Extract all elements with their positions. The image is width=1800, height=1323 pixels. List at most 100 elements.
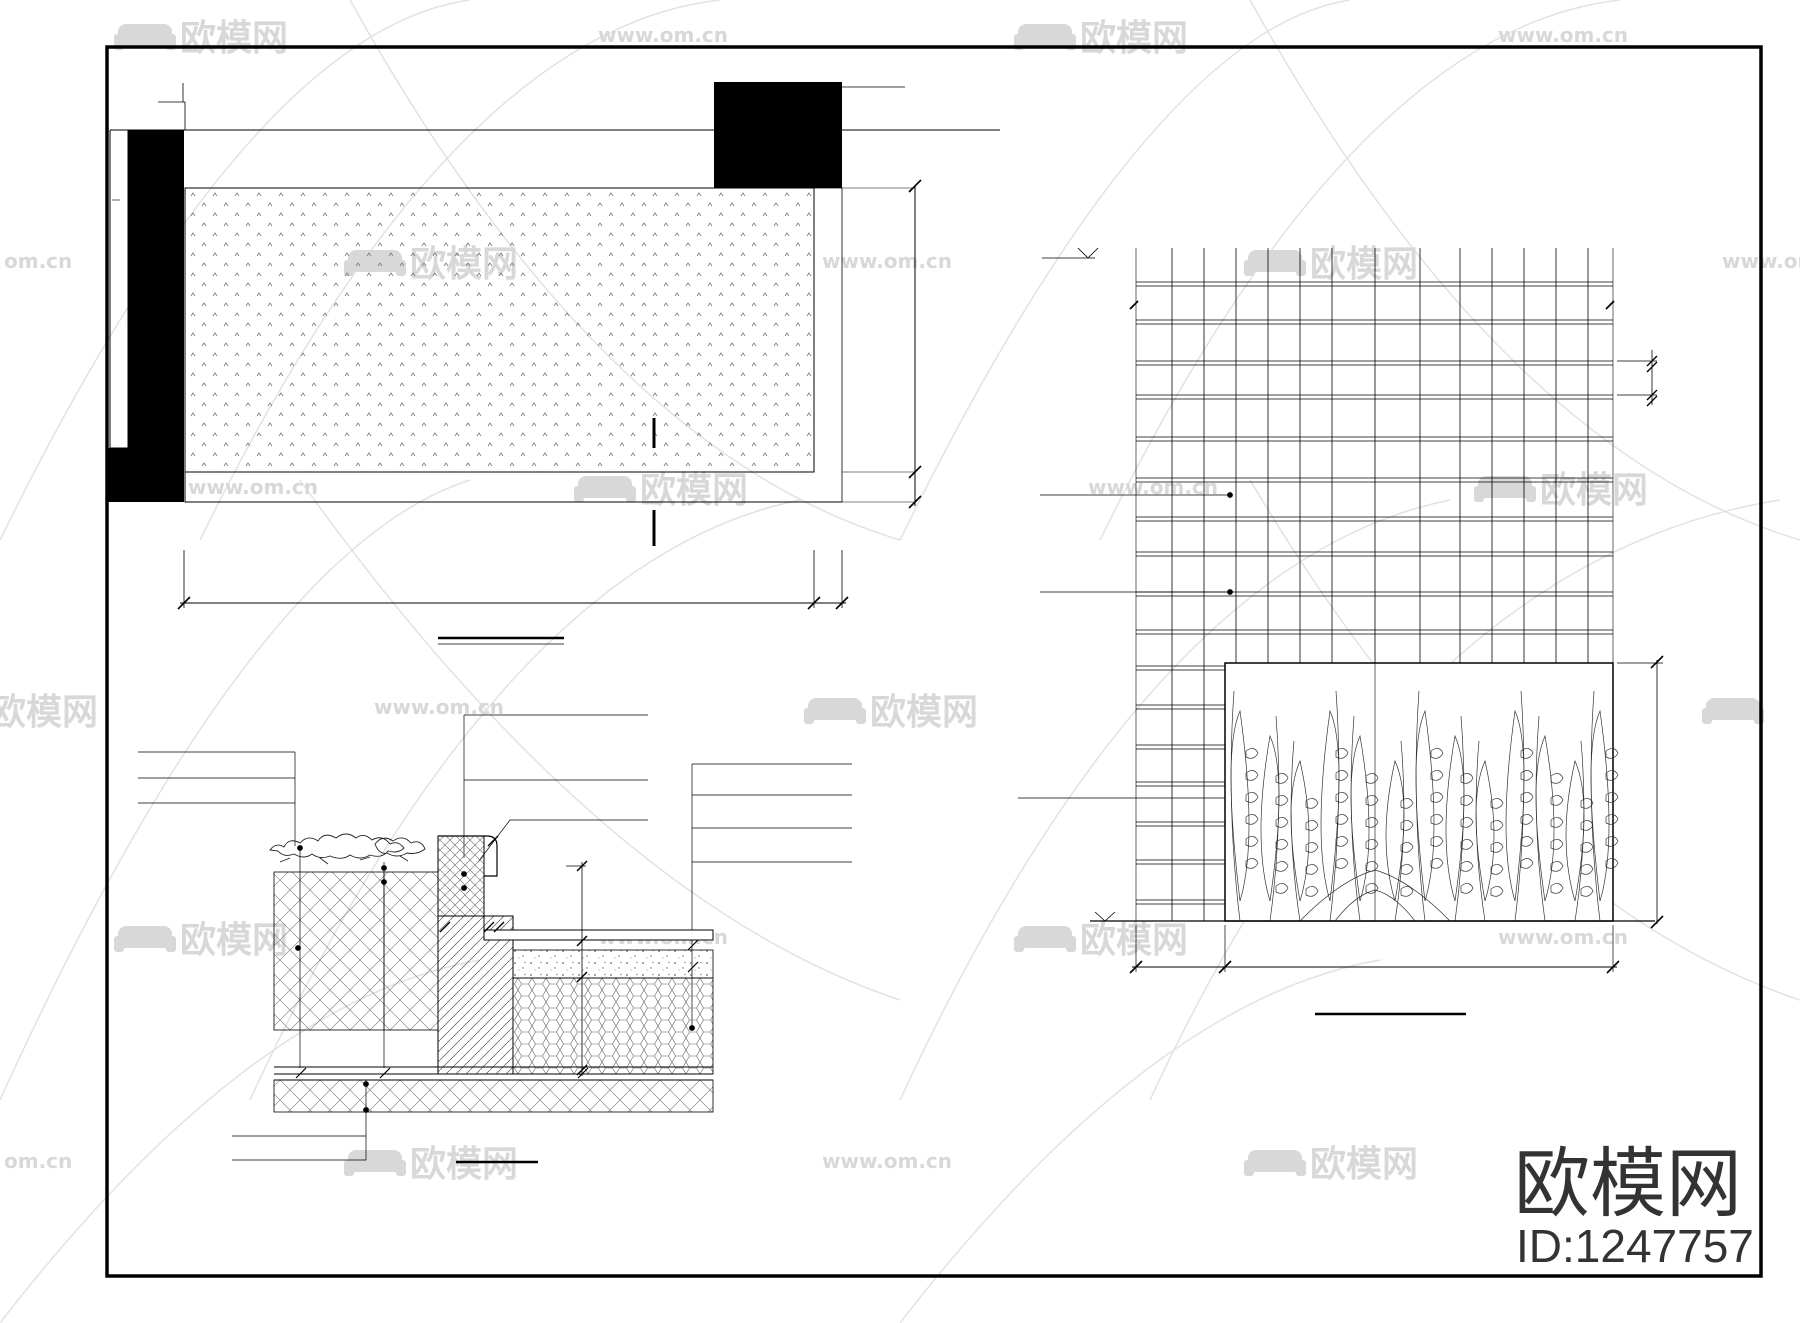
flower-bract — [1605, 748, 1619, 759]
flower-bract — [1365, 839, 1379, 850]
planting-soil — [273, 871, 439, 1031]
leaf-blade — [1350, 734, 1370, 902]
flower-bract — [1490, 864, 1504, 875]
flower-bract — [1520, 858, 1534, 869]
flower-bract — [1520, 792, 1534, 803]
flower-bract — [1580, 864, 1594, 875]
subgrade — [273, 1079, 714, 1113]
flower-bract — [1430, 792, 1444, 803]
flower-bract — [1335, 792, 1349, 803]
flower-bract — [1520, 814, 1534, 825]
flower-bract — [1275, 773, 1289, 784]
flower-bract — [1400, 886, 1414, 897]
sofa-icon — [574, 476, 636, 502]
elevation-view — [1018, 247, 1664, 1016]
section-detail — [138, 714, 852, 1164]
flower-bract — [1460, 861, 1474, 872]
flower-bract — [1245, 748, 1259, 759]
sofa-icon — [1244, 250, 1306, 276]
watermark-brand-text: 欧模网 — [180, 18, 288, 59]
sofa-icon — [1244, 1150, 1306, 1176]
leaf-blade — [1385, 759, 1405, 902]
sofa-icon — [1014, 926, 1076, 952]
brand-id: ID:1247757 — [1516, 1220, 1754, 1272]
flower-bract — [1460, 883, 1474, 894]
leaf-blade — [1320, 709, 1340, 902]
flower-bract — [1430, 836, 1444, 847]
watermark-url-text: www.om.cn — [1498, 925, 1628, 949]
column-block — [714, 82, 842, 188]
watermark-url-text: www.om.cn — [1498, 23, 1628, 47]
flower-bract — [1400, 820, 1414, 831]
planter-panel — [1224, 662, 1614, 922]
flower-bract — [1335, 814, 1349, 825]
flower-bract — [1460, 817, 1474, 828]
leaf-blade — [1415, 709, 1435, 902]
flower-bract — [1605, 858, 1619, 869]
flower-bract — [1245, 770, 1259, 781]
paving-area — [184, 187, 815, 473]
flower-bract — [1245, 792, 1259, 803]
flower-bract — [1335, 858, 1349, 869]
leaf-blade — [1445, 734, 1465, 902]
flower-bract — [1365, 861, 1379, 872]
flower-bract — [1605, 792, 1619, 803]
flower-bract — [1520, 770, 1534, 781]
flower-bract — [1335, 748, 1349, 759]
watermark-brand-text: 欧模网 — [410, 1144, 518, 1185]
mortar-bed — [512, 949, 714, 979]
flower-bract — [1460, 773, 1474, 784]
flower-bract — [1305, 820, 1319, 831]
watermark-brand-text: 欧模网 — [0, 692, 98, 733]
flower-bract — [1490, 842, 1504, 853]
flower-bract — [1520, 836, 1534, 847]
plan-view — [108, 82, 1000, 645]
flower-bract — [1305, 798, 1319, 809]
flower-bract — [1335, 836, 1349, 847]
sofa-icon — [1474, 476, 1536, 502]
flower-bract — [1550, 795, 1564, 806]
sheet-border — [105, 45, 1763, 1278]
flower-bract — [1605, 814, 1619, 825]
flower-bract — [1365, 773, 1379, 784]
leaf-blade — [1565, 759, 1585, 902]
flower-bract — [1245, 836, 1259, 847]
flower-bract — [1430, 814, 1444, 825]
flower-bract — [1605, 836, 1619, 847]
flower-bract — [1550, 817, 1564, 828]
flower-bract — [1305, 864, 1319, 875]
flower-bract — [1400, 798, 1414, 809]
flower-bract — [1490, 798, 1504, 809]
flower-bract — [1550, 839, 1564, 850]
watermark-brand-text: 欧模网 — [1310, 244, 1418, 285]
concrete-wall — [437, 915, 514, 1075]
flower-bract — [1245, 858, 1259, 869]
flower-bract — [1490, 820, 1504, 831]
gravel-base — [512, 977, 714, 1075]
flower-bract — [1335, 770, 1349, 781]
sofa-icon — [1702, 698, 1764, 724]
leaf-blade — [1260, 734, 1280, 902]
flower-bract — [1305, 886, 1319, 897]
watermark-brand-text: 欧模网 — [1540, 470, 1648, 511]
watermark-brand-text: 欧模网 — [1080, 920, 1188, 961]
leaf-blade — [1505, 709, 1525, 902]
watermark-url-text: www.om.cn — [188, 475, 318, 499]
watermark-url-text: om.cn — [4, 249, 72, 273]
watermark-brand-text: 欧模网 — [1080, 18, 1188, 59]
flower-bract — [1245, 814, 1259, 825]
flower-bract — [1275, 817, 1289, 828]
brand-title: 欧模网 — [1514, 1139, 1742, 1228]
leaf-blade — [1535, 734, 1555, 902]
wall-bottom-left — [108, 448, 184, 502]
watermark-url-text: www.om.cn — [598, 23, 728, 47]
wall-left — [128, 130, 184, 502]
flower-bract — [1365, 817, 1379, 828]
flower-bract — [1430, 858, 1444, 869]
watermark-brand-text: 欧模网 — [870, 692, 978, 733]
watermark-url-text: www.om.cn — [374, 695, 504, 719]
leaf-blade — [1230, 709, 1250, 902]
flower-bract — [1430, 748, 1444, 759]
flower-bract — [1275, 861, 1289, 872]
